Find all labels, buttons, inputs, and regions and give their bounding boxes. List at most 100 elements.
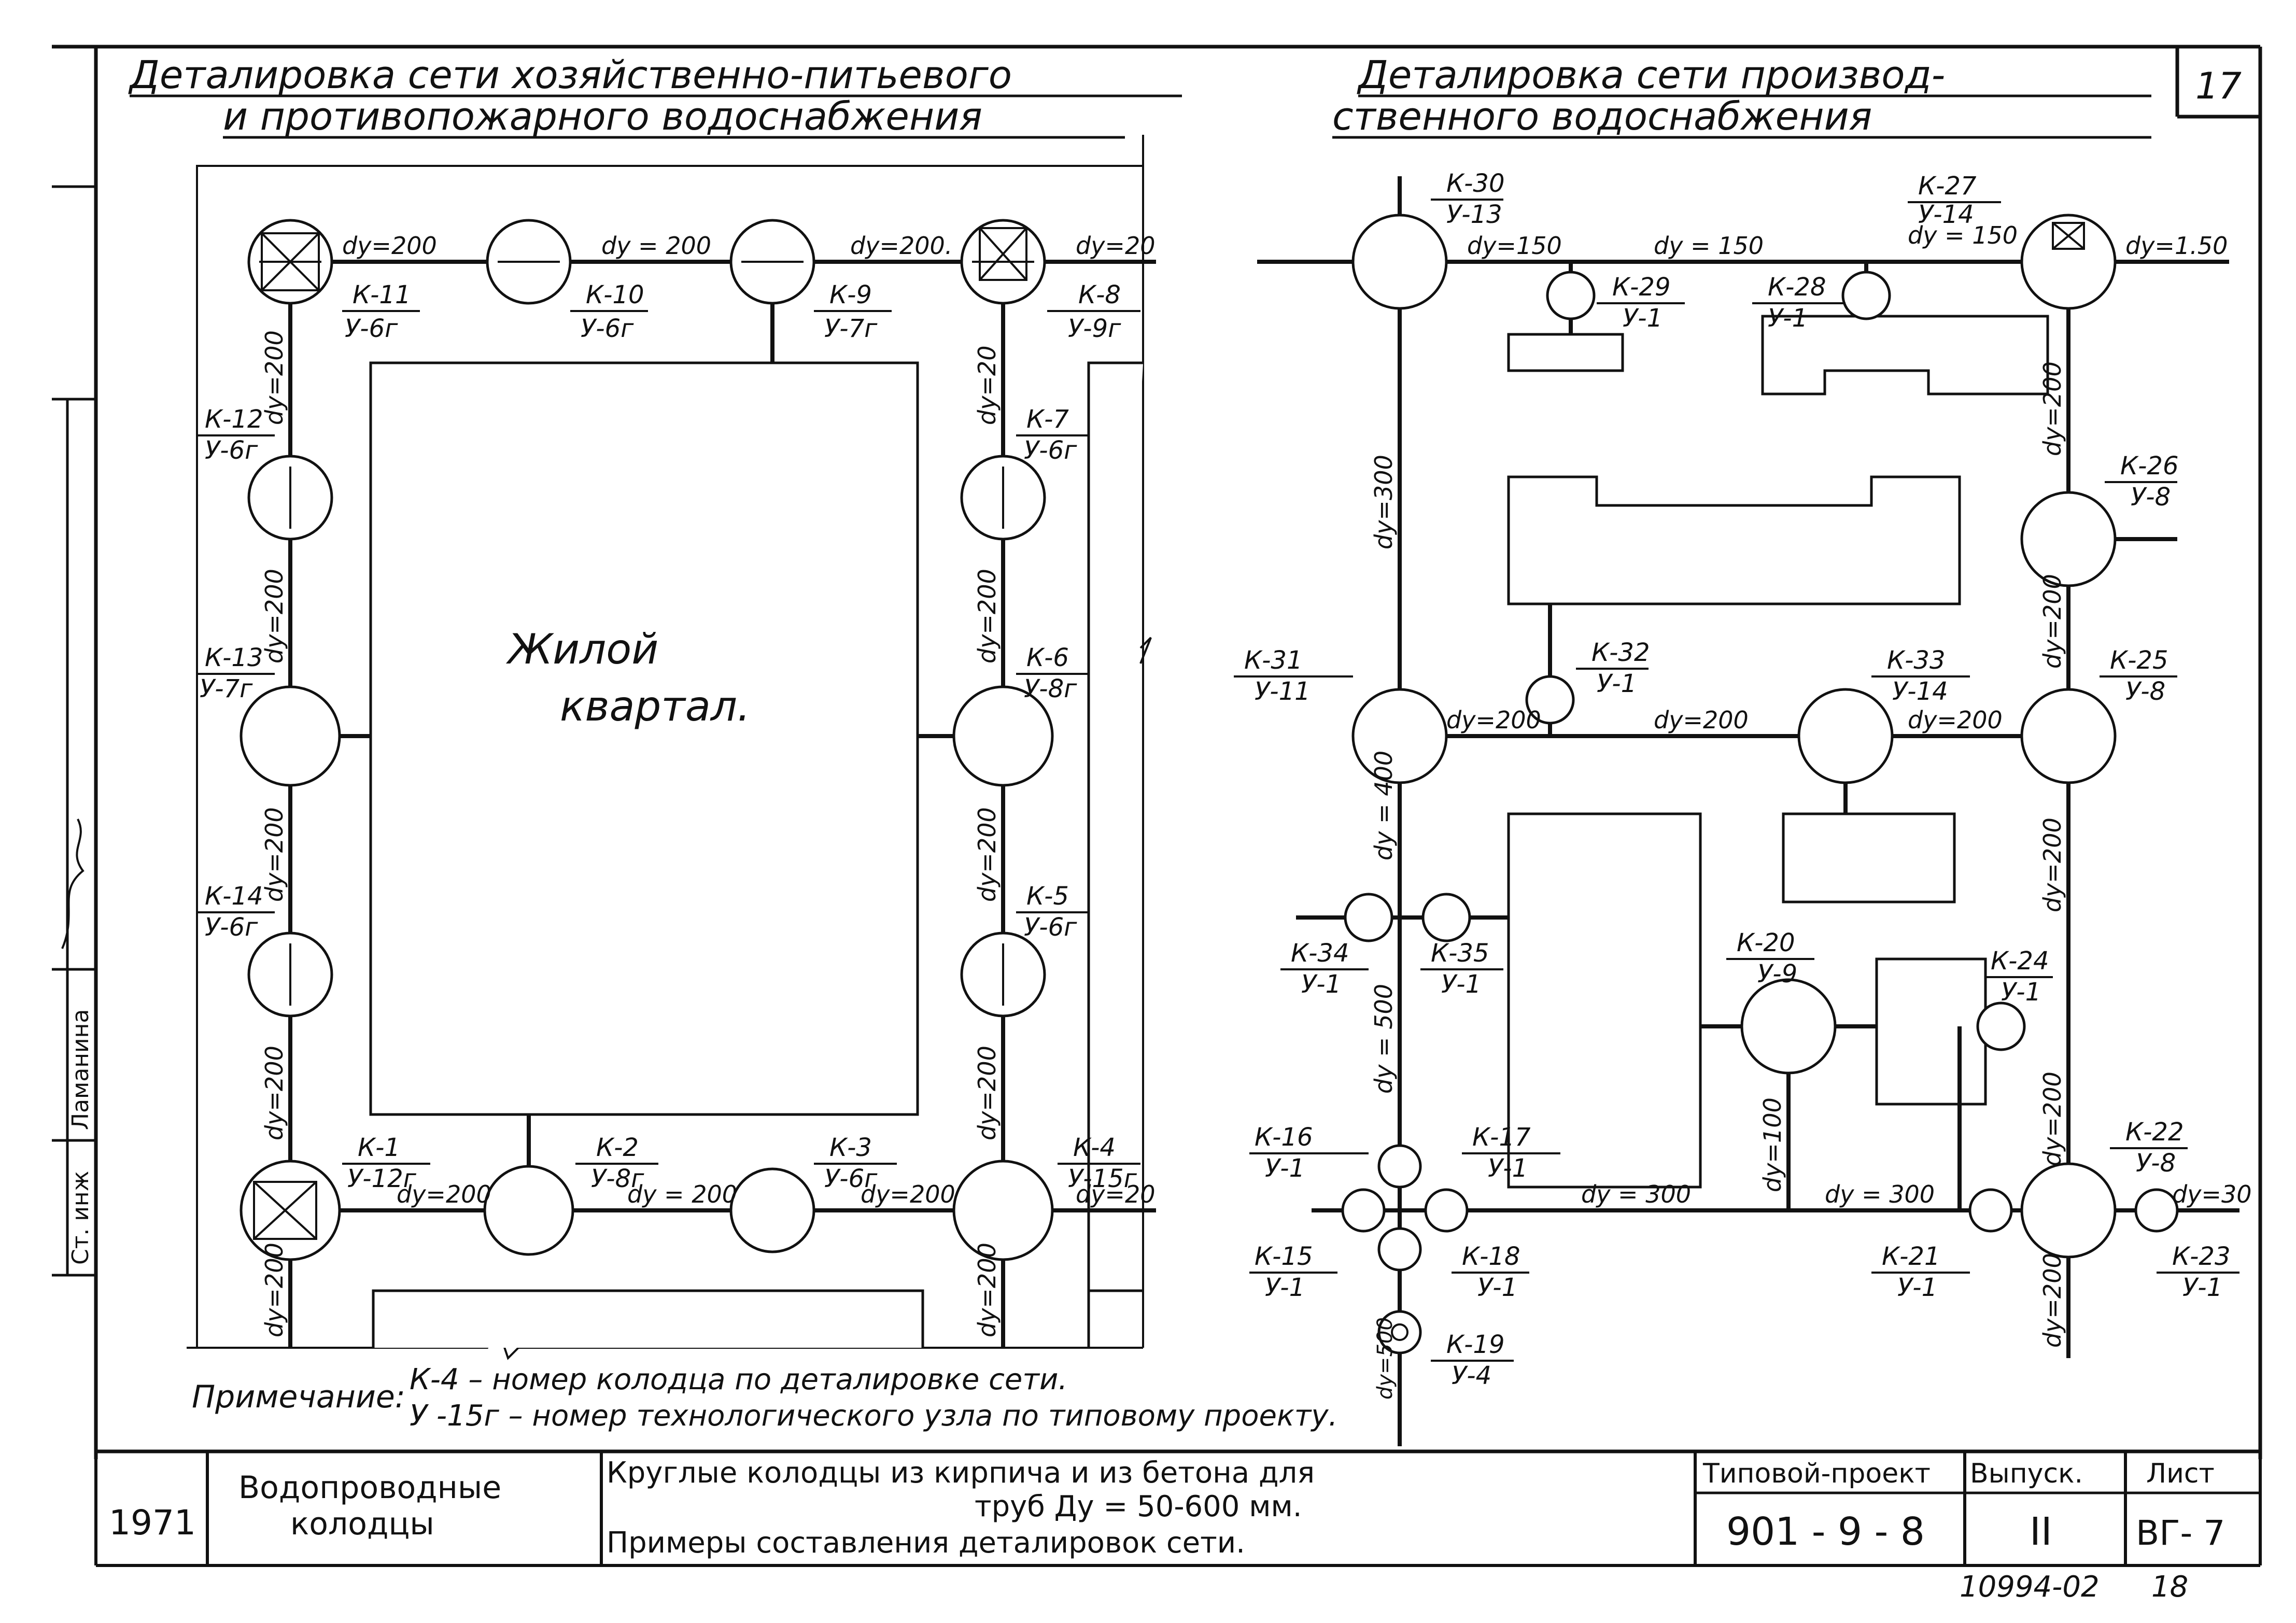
dim-top-4: dy=20	[1076, 232, 1156, 260]
signature-scribble	[61, 818, 84, 949]
building-3	[1507, 475, 1961, 605]
right-well-labels: К-30 У-13 К-29 У-1 К-28 У-1 К-27 У-14 К-…	[1234, 169, 2239, 1390]
note-line2: У -15г – номер технологического узла по …	[410, 1399, 1337, 1433]
dim-right-1: dy=20	[973, 346, 1001, 426]
r-dim-v-200a: dy=200	[2038, 361, 2066, 456]
well-k28	[1841, 271, 1891, 320]
lbl-u4: У-15г	[1068, 1164, 1137, 1193]
lbl-k27: К-27	[1918, 172, 1977, 201]
well-k25	[2020, 688, 2117, 784]
block-label-2: квартал.	[560, 682, 750, 730]
lbl-k25: К-25	[2110, 646, 2168, 675]
lbl-k13: К-13	[205, 643, 263, 672]
note-line1: К-4 – номер колодца по деталировке сети.	[410, 1363, 1067, 1396]
well-k30	[1351, 214, 1448, 310]
block-label-1: Жилой	[505, 625, 658, 673]
lbl-u2: У-8г	[591, 1164, 644, 1193]
lbl-k4: К-4	[1073, 1133, 1116, 1162]
well-k27	[2020, 214, 2117, 310]
lbl-u12: У-6г	[205, 436, 258, 465]
dim-bottom-3: dy=200	[861, 1180, 955, 1208]
margin-stamp: Ст. инж Ламанина	[52, 185, 96, 1277]
lbl-u31: У-11	[1255, 677, 1311, 706]
r-dim-300-3: dy=30	[2172, 1180, 2252, 1208]
margin-name: Ламанина	[67, 1009, 94, 1130]
lbl-k1: К-1	[358, 1133, 400, 1162]
lbl-u24: У-1	[2001, 978, 2041, 1007]
lbl-k16: К-16	[1255, 1123, 1313, 1152]
well-k17	[1424, 1188, 1469, 1233]
tb-issue-label: Выпуск.	[1970, 1458, 2083, 1489]
lbl-u6: У-8г	[1024, 674, 1077, 703]
well-k22	[2020, 1162, 2117, 1259]
r-dim-v-200b: dy=200	[2038, 574, 2066, 669]
tb-project-label: Типовой-проект	[1702, 1458, 1931, 1489]
well-k4	[952, 1160, 1054, 1261]
lbl-k14: К-14	[205, 882, 263, 911]
lbl-k15: К-15	[1255, 1242, 1313, 1271]
lbl-u10: У-6г	[581, 314, 634, 343]
r-dim-300-1: dy = 300	[1581, 1180, 1691, 1208]
lbl-u34: У-1	[1301, 970, 1341, 999]
dim-top-2: dy = 200	[601, 232, 711, 260]
lbl-k11: К-11	[353, 280, 411, 309]
lbl-u9: У-7г	[824, 314, 878, 343]
lbl-u21: У-1	[1897, 1273, 1937, 1302]
r-dim-v-300: dy=300	[1370, 455, 1398, 549]
lbl-u27: У-14	[1918, 200, 1974, 229]
lbl-k35: К-35	[1431, 939, 1489, 968]
r-dim-v-100: dy=100	[1758, 1097, 1786, 1192]
lbl-k7: К-7	[1026, 405, 1069, 434]
well-k3	[729, 1167, 815, 1253]
lbl-k31: К-31	[1244, 646, 1302, 675]
building-6	[1875, 957, 1987, 1106]
lbl-k5: К-5	[1026, 882, 1069, 911]
dim-right-5: dy=200	[973, 1243, 1001, 1337]
lbl-u22: У-8	[2136, 1149, 2176, 1178]
lbl-u8: У-9г	[1068, 314, 1121, 343]
tb-sheet-label: Лист	[2146, 1458, 2215, 1489]
lbl-k29: К-29	[1612, 273, 1670, 302]
well-k32	[1525, 675, 1575, 725]
lbl-k12: К-12	[205, 405, 263, 434]
r-dim-v-200d: dy=200	[2038, 1071, 2066, 1166]
lbl-k28: К-28	[1768, 273, 1826, 302]
tb-issue-value: II	[2030, 1509, 2052, 1554]
lbl-u15: У-1	[1265, 1273, 1305, 1302]
r-dim-150-2: dy = 150	[1654, 232, 1764, 260]
lbl-u18: У-1	[1477, 1273, 1517, 1302]
lbl-u35: У-1	[1441, 970, 1481, 999]
lbl-u25: У-8	[2125, 677, 2165, 706]
tb-desc-1: Круглые колодцы из кирпича и из бетона д…	[607, 1456, 1315, 1490]
well-k26	[2020, 491, 2117, 587]
well-k29	[1546, 271, 1596, 320]
lbl-u7: У-6г	[1024, 436, 1077, 465]
lbl-u11: У-6г	[345, 314, 398, 343]
well-k34	[1344, 893, 1393, 942]
well-k24	[1976, 1001, 2026, 1051]
lbl-u1: У-12г	[347, 1164, 417, 1193]
dim-left-4: dy=200	[260, 1046, 288, 1140]
well-k6	[952, 685, 1054, 787]
lbl-u33: У-14	[1892, 677, 1948, 706]
r-dim-200-2: dy=200	[1654, 706, 1749, 734]
lbl-k20: К-20	[1737, 928, 1795, 957]
tb-name-2: колодцы	[290, 1506, 434, 1542]
r-dim-200-3: dy=200	[1908, 706, 2003, 734]
r-dim-v-200e: dy=200	[2038, 1253, 2066, 1348]
lbl-k23: К-23	[2172, 1242, 2230, 1271]
r-dim-200-1: dy=200	[1446, 706, 1541, 734]
lbl-k10: К-10	[586, 280, 644, 309]
r-dim-150-1: dy=150	[1467, 232, 1562, 260]
well-k33	[1797, 688, 1894, 784]
tb-desc-2: труб Ду = 50-600 мм.	[975, 1490, 1302, 1523]
lbl-k3: К-3	[829, 1133, 872, 1162]
dim-right-2: dy=200	[973, 569, 1001, 664]
building-1	[1507, 333, 1624, 372]
r-dim-150-3: dy = 150	[1908, 221, 2018, 249]
archive-number: 10994-02	[1960, 1570, 2100, 1604]
well-k20	[1740, 978, 1837, 1075]
margin-role: Ст. инж	[67, 1171, 94, 1265]
well-k15	[1341, 1188, 1386, 1233]
